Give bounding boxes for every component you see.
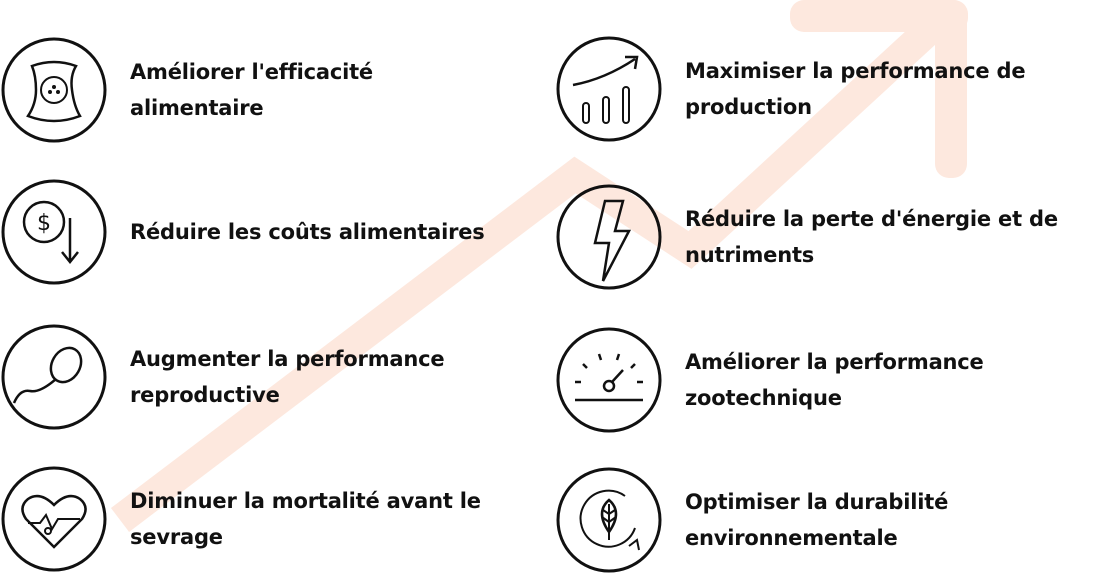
benefit-label: Augmenter la performance reproductive — [130, 347, 445, 407]
gauge-icon — [555, 326, 663, 434]
benefit-label: Maximiser la performance de production — [685, 59, 1026, 119]
benefit-item-sustainability: Optimiser la durabilité environnementale — [555, 466, 1045, 574]
benefit-item-feed-costs: $ Réduire les coûts alimentaires — [0, 178, 530, 286]
feed-bag-icon — [0, 36, 108, 144]
benefit-item-feed-efficiency: Améliorer l'efficacité alimentaire — [0, 36, 430, 144]
leaf-cycle-icon — [555, 466, 663, 574]
sperm-icon — [0, 323, 108, 431]
benefit-label: Diminuer la mortalité avant le sevrage — [130, 489, 481, 549]
benefit-label: Réduire les coûts alimentaires — [130, 220, 485, 244]
benefit-label: Améliorer la performance zootechnique — [685, 350, 984, 410]
benefit-label: Optimiser la durabilité environnementale — [685, 490, 949, 550]
benefit-label: Améliorer l'efficacité alimentaire — [130, 60, 373, 120]
benefit-item-mortality: Diminuer la mortalité avant le sevrage — [0, 465, 520, 573]
cost-down-icon: $ — [0, 178, 108, 286]
growth-chart-icon — [555, 35, 663, 143]
benefit-item-reproductive: Augmenter la performance reproductive — [0, 323, 490, 431]
benefit-label: Réduire la perte d'énergie et de nutrime… — [685, 207, 1058, 267]
benefit-item-energy-loss: Réduire la perte d'énergie et de nutrime… — [555, 183, 1085, 291]
benefit-item-zootechnical: Améliorer la performance zootechnique — [555, 326, 1045, 434]
svg-text:$: $ — [37, 211, 51, 236]
benefit-item-production: Maximiser la performance de production — [555, 35, 1085, 143]
lightning-icon — [555, 183, 663, 291]
heart-percent-icon — [0, 465, 108, 573]
